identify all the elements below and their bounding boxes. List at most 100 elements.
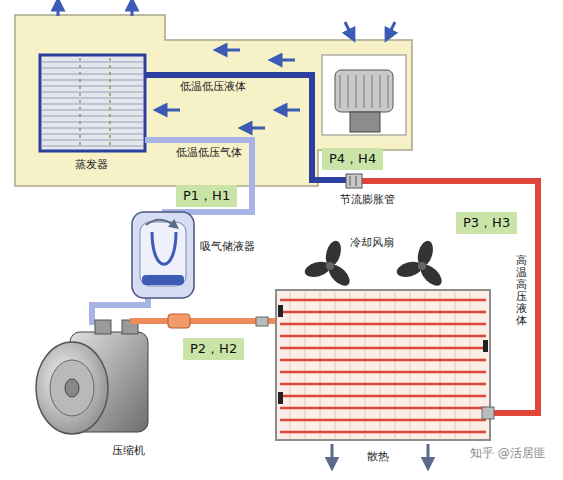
condenser-part-part — [350, 292, 351, 438]
state-point-box: P2，H2 — [183, 338, 244, 360]
condenser-part-part — [280, 395, 486, 398]
airflow-arrows-part — [275, 59, 295, 62]
low-pressure-liquid-pipe — [145, 75, 350, 180]
cooling-fan-part-part — [325, 261, 353, 289]
discharge-pipe-part — [256, 317, 268, 326]
discharge-pipe-part — [168, 314, 190, 328]
evaporator — [40, 55, 145, 151]
state-label: P4，H4 — [329, 151, 376, 167]
blower-part — [388, 75, 389, 108]
cooling-fan-part-part — [417, 261, 445, 289]
expansion-tube-part — [350, 176, 351, 186]
airflow-arrows-part — [220, 49, 240, 52]
condenser-part-part — [470, 292, 471, 438]
condenser-part-part — [280, 347, 486, 350]
low-pressure-liquid-pipe-part — [145, 75, 350, 180]
low-pressure-gas-pipe-part — [145, 140, 252, 222]
evaporator-part-part — [42, 127, 143, 128]
part-name: 压缩机 — [112, 444, 145, 457]
cooling-fan-part — [303, 239, 353, 289]
airflow-arrows-part — [345, 22, 352, 36]
evaporator-part-part — [42, 79, 143, 80]
condenser-part-part — [380, 292, 381, 438]
pipe-label: 低温低压液体 — [180, 80, 246, 93]
evaporator-part-part — [42, 145, 143, 146]
evaporator-part-part — [42, 109, 143, 110]
watermark: 知乎 @活居匪 — [468, 446, 548, 460]
compressor-part — [95, 320, 111, 334]
condenser-part-part — [280, 383, 486, 386]
evaporator-part-part — [42, 133, 143, 134]
evaporator-part — [80, 58, 110, 148]
part-name: 吸气储液器 — [200, 240, 255, 253]
evaporator-part — [42, 62, 143, 146]
condenser-part-part — [280, 407, 486, 410]
compressor-part — [50, 360, 94, 416]
state-point-box: P4，H4 — [322, 148, 383, 170]
blower-part — [356, 75, 357, 108]
high-pressure-liquid-pipe-part — [482, 407, 494, 419]
condenser — [276, 290, 490, 440]
evaporator-part-part — [42, 103, 143, 104]
cooling-fan-part-part — [418, 262, 426, 270]
expansion-tube-part — [356, 176, 357, 186]
accumulator-part — [152, 232, 176, 264]
evaporator-part-part — [109, 58, 111, 148]
condenser-part — [278, 305, 283, 317]
condenser-part-part — [280, 323, 486, 326]
condenser-part-part — [280, 335, 486, 338]
condenser-part-part — [410, 292, 411, 438]
condenser-part-part — [280, 371, 486, 374]
condenser-part — [290, 292, 470, 438]
condenser-part-part — [335, 292, 336, 438]
evaporator-part-part — [42, 139, 143, 140]
condenser-part-part — [320, 292, 321, 438]
heat-arrows-part — [331, 444, 334, 464]
cooling-fan-part-part — [303, 259, 332, 279]
accumulator-part — [146, 220, 175, 226]
condenser-part-part — [280, 359, 486, 362]
state-point-box: P3，H3 — [456, 212, 517, 234]
airflow-arrows-part — [160, 109, 180, 112]
blower-part — [380, 75, 381, 108]
condenser-part — [483, 340, 488, 352]
condenser-part — [280, 300, 486, 432]
condenser-part-part — [280, 431, 486, 434]
heat-arrows-part — [427, 444, 430, 464]
blower-part — [364, 75, 365, 108]
evaporator-part-part — [42, 97, 143, 98]
cooling-fan-part-part — [395, 259, 424, 279]
heat-arrows — [332, 444, 428, 464]
airflow-arrows-part — [388, 22, 395, 36]
evaporator-part-part — [42, 85, 143, 86]
part-name: 冷却风扇 — [350, 236, 394, 249]
blower — [322, 55, 406, 135]
state-label: P2，H2 — [190, 341, 237, 357]
discharge-pipe — [130, 314, 276, 328]
accumulator-part — [132, 212, 194, 298]
compressor-part — [36, 342, 108, 434]
blower-part — [348, 75, 349, 108]
compressor — [36, 320, 148, 434]
condenser-part-part — [305, 292, 306, 438]
condenser-part-part — [290, 292, 291, 438]
compressor-part — [65, 379, 79, 397]
accumulator — [132, 212, 194, 298]
condenser-part — [276, 290, 490, 440]
high-pressure-liquid-pipe — [362, 181, 538, 419]
evaporator-part-part — [42, 67, 143, 68]
expansion-tube-part — [346, 174, 362, 188]
hvac-housing — [15, 15, 412, 186]
note: 散热 — [367, 450, 389, 463]
condenser-part-part — [280, 419, 486, 422]
evaporator-part-part — [42, 91, 143, 92]
condenser-part-part — [440, 292, 441, 438]
pipe-label: 低温低压气体 — [176, 146, 242, 159]
outflow-arrows — [58, 4, 132, 16]
blower-part — [335, 70, 393, 112]
cooling-fan-part-part — [326, 262, 334, 270]
high-pressure-liquid-pipe-part — [362, 181, 538, 413]
low-pressure-gas-pipe — [92, 140, 252, 325]
outflow-arrows-part — [131, 4, 134, 16]
